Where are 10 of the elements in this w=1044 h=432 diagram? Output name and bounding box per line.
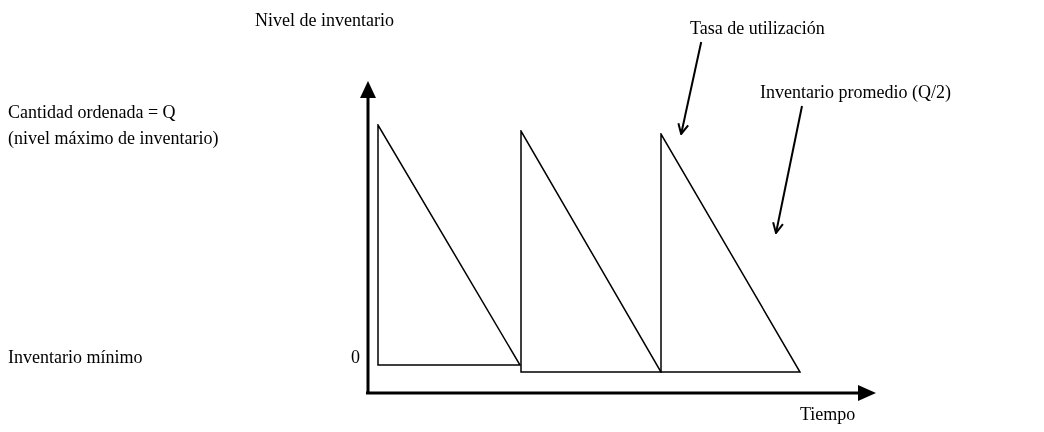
axis-label: Cantidad ordenada = Q: [8, 101, 176, 124]
arrow: [677, 41, 703, 135]
axis-label: Nivel de inventario: [255, 9, 394, 32]
callout-text: Tasa de utilización: [690, 17, 826, 40]
axis-label: Tiempo: [800, 403, 856, 426]
axis-label: Inventario mínimo: [8, 346, 143, 369]
axis-label: 0: [351, 346, 360, 369]
callout-text: Inventario promedio (Q/2): [760, 81, 952, 104]
axis-label: (nivel máximo de inventario): [8, 127, 219, 150]
arrow: [772, 105, 803, 234]
